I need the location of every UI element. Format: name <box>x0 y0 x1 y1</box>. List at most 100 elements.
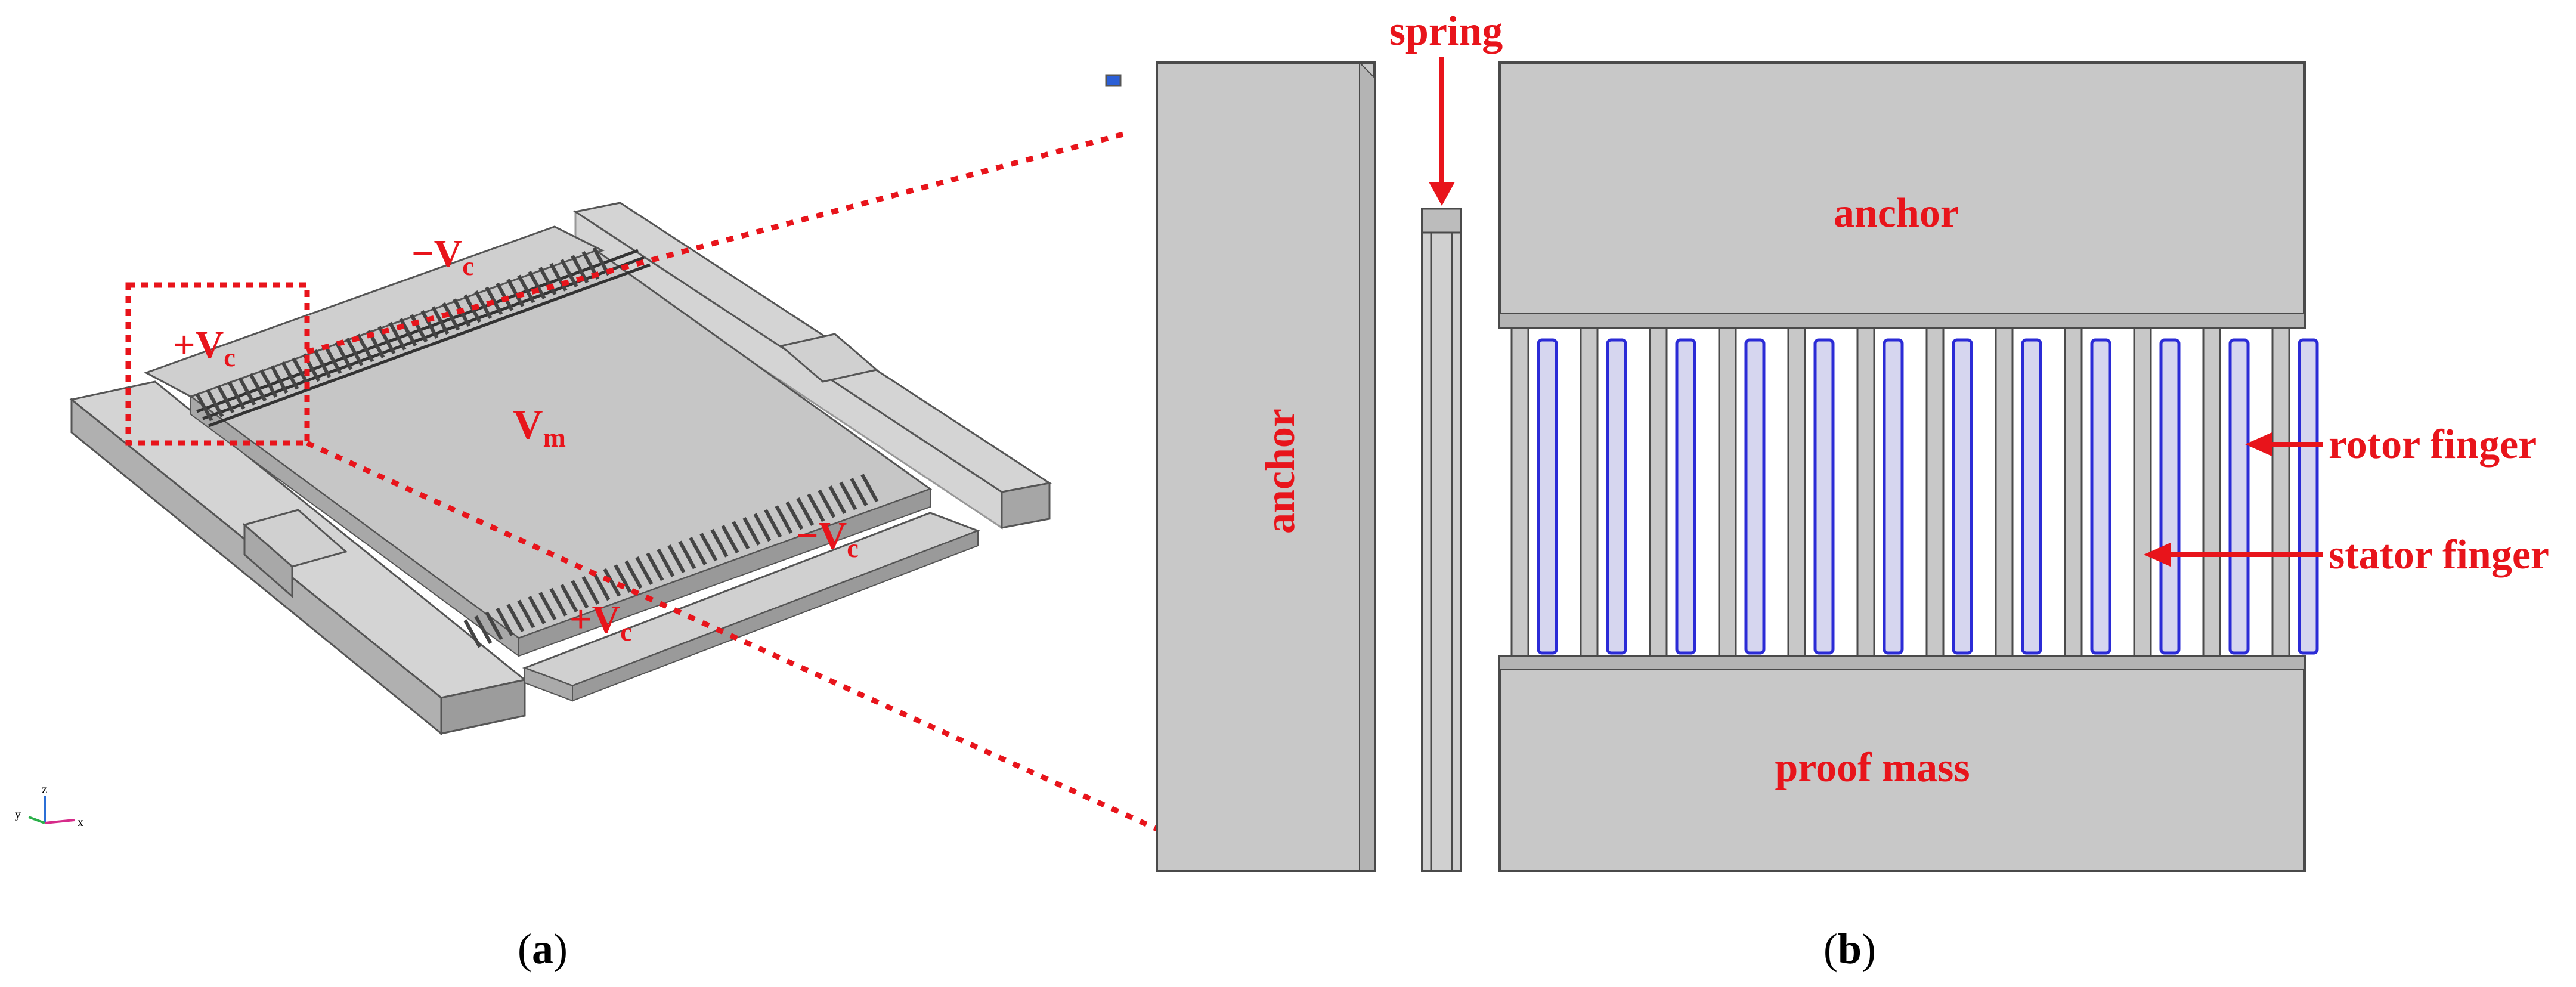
stator-finger <box>1744 338 1766 655</box>
pad-right-end <box>779 333 879 383</box>
comb-tooth <box>506 279 525 308</box>
comb-tooth <box>560 584 578 613</box>
marker-icon <box>1105 74 1122 87</box>
rotor-finger <box>2133 327 2152 657</box>
rotor-finger <box>1856 327 1875 657</box>
rotor-finger <box>1925 327 1945 657</box>
anchor-bar-right-side <box>574 210 1003 530</box>
comb-tooth <box>571 580 589 609</box>
comb-tooth <box>775 505 793 534</box>
stator-finger <box>1883 338 1904 655</box>
pad-bottom-left-front <box>243 522 293 599</box>
rotor-finger <box>1649 327 1668 657</box>
anchor-left-bevel <box>1359 61 1375 871</box>
anchor-bar-left-side <box>440 679 526 735</box>
rotor-finger <box>2271 327 2290 657</box>
stator-finger <box>1952 338 1973 655</box>
rotor-finger <box>1995 327 2014 657</box>
comb-tooth <box>785 501 804 530</box>
comb-tooth <box>850 477 868 506</box>
comb-tooth <box>635 556 654 585</box>
label-stator-finger: stator finger <box>2329 532 2549 578</box>
zoom-line-bottom <box>306 440 1158 832</box>
comb-tooth <box>259 369 278 398</box>
axis-y-label: y <box>15 808 21 821</box>
comb-tooth <box>839 481 857 510</box>
comb-tooth <box>614 564 632 593</box>
comb-tooth <box>216 385 235 414</box>
comb-tooth <box>667 544 686 574</box>
rotor-finger <box>1510 327 1530 657</box>
label-proof-mass: proof mass <box>1775 745 1970 791</box>
comb-tooth <box>721 525 739 554</box>
comb-tooth <box>807 493 825 522</box>
bottom-right-anchor-side <box>572 530 979 702</box>
comb-tooth <box>356 333 374 363</box>
comb-fingers <box>1510 327 2319 657</box>
comb-tooth <box>442 302 460 331</box>
comb-tooth <box>710 528 729 558</box>
comb-tooth <box>431 306 450 335</box>
stator-finger <box>1675 338 1696 655</box>
comb-tooth <box>528 270 546 299</box>
stator-finger <box>1606 338 1627 655</box>
comb-tooth <box>657 548 675 577</box>
comb-tooth <box>313 349 332 378</box>
comb-tooth <box>195 392 213 422</box>
stator-finger <box>2021 338 2042 655</box>
label-plus-vc-top: +Vc <box>173 323 236 372</box>
comb-tooth <box>281 361 299 390</box>
label-spring: spring <box>1389 8 1503 54</box>
label-plus-vc-bottom: +Vc <box>569 598 632 646</box>
comb-tooth <box>689 536 707 565</box>
top-comb-anchor <box>144 225 605 398</box>
comb-tooth <box>206 388 224 417</box>
comb-tooth <box>474 290 493 319</box>
comb-bottom-teeth <box>463 474 879 648</box>
comb-tooth <box>828 485 847 515</box>
comb-tooth <box>517 599 535 629</box>
comb-tooth <box>603 568 621 597</box>
label-minus-vc-bottom: −Vc <box>796 514 859 563</box>
stator-finger <box>2159 338 2181 655</box>
comb-tooth <box>560 259 578 288</box>
panel-b-zoom-view: anchor spring anchor proof mass rotor fi… <box>1105 8 2549 973</box>
comb-tooth <box>238 377 256 406</box>
axis-z-label: z <box>42 783 47 796</box>
comb-tooth <box>496 607 514 636</box>
label-minus-vc-top: −Vc <box>411 232 474 281</box>
axis-triad: z x y <box>15 783 83 829</box>
anchor-top-block <box>1498 61 2306 329</box>
rotor-finger <box>1718 327 1737 657</box>
comb-tooth <box>732 521 750 550</box>
comb-tooth <box>345 338 364 367</box>
comb-tooth <box>399 318 417 347</box>
rotor-finger <box>2202 327 2221 657</box>
rotor-finger <box>2064 327 2083 657</box>
comb-tooth <box>249 373 267 402</box>
comb-tooth <box>592 247 611 276</box>
comb-tooth <box>474 615 493 644</box>
comb-tooth <box>678 540 696 570</box>
comb-tooth <box>646 552 664 581</box>
comb-tooth <box>528 595 546 624</box>
panel-a-device-3d: −Vc +Vc Vm −Vc +Vc z x y (a) <box>15 129 1158 973</box>
comb-tooth <box>227 380 246 410</box>
comb-tooth <box>764 509 782 538</box>
comb-tooth <box>506 604 525 633</box>
rotor-finger <box>1580 327 1599 657</box>
comb-tooth <box>335 341 353 370</box>
label-rotor-finger: rotor finger <box>2329 422 2537 468</box>
comb-tooth <box>324 345 342 375</box>
zoom-region-box <box>125 282 310 446</box>
spring-beam <box>1421 208 1462 872</box>
comb-tooth <box>699 533 718 562</box>
comb-tooth <box>292 357 310 386</box>
comb-tooth <box>388 321 407 351</box>
rotor-finger <box>1787 327 1806 657</box>
comb-tooth <box>860 474 879 503</box>
proof-mass-side <box>518 488 931 657</box>
label-anchor-top: anchor <box>1834 190 1959 236</box>
comb-tooth <box>742 516 761 546</box>
